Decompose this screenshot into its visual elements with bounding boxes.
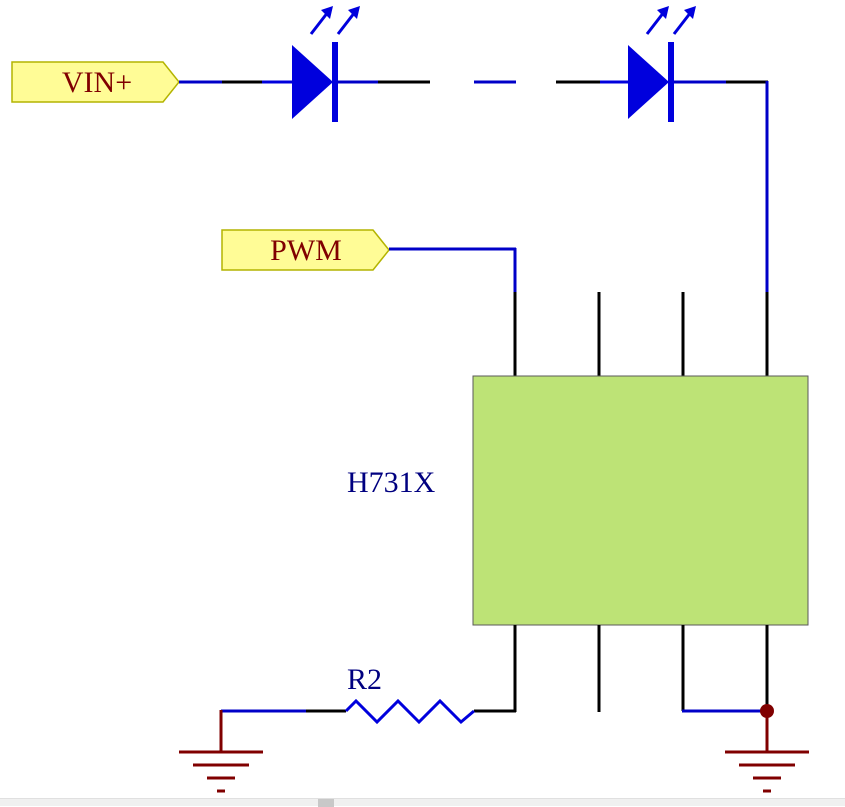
vin-port[interactable]: VIN+ <box>11 61 180 103</box>
led-diode-icon[interactable] <box>600 6 696 122</box>
led-diode-icon[interactable] <box>262 6 360 122</box>
top-net <box>179 80 769 292</box>
ground-symbol-icon <box>725 750 809 793</box>
resistor-zigzag-icon[interactable] <box>344 698 475 725</box>
ground-symbol-icon <box>179 750 263 793</box>
ic-bottom-pins <box>513 625 769 712</box>
vin-port-label: VIN+ <box>62 66 132 99</box>
pwm-net <box>389 247 517 292</box>
pwm-port[interactable]: PWM <box>221 229 390 271</box>
ic-top-pins <box>513 292 769 376</box>
junction-dot <box>760 704 774 718</box>
ic-chip[interactable] <box>472 375 809 626</box>
ground-net-left <box>219 709 516 752</box>
resistor-designator: R2 <box>347 663 382 696</box>
pwm-port-label: PWM <box>270 234 342 267</box>
scrollbar-thumb[interactable] <box>318 799 334 807</box>
ground-net-right <box>682 709 769 752</box>
ic-designator: H731X <box>347 466 436 499</box>
horizontal-scrollbar[interactable] <box>0 798 845 807</box>
